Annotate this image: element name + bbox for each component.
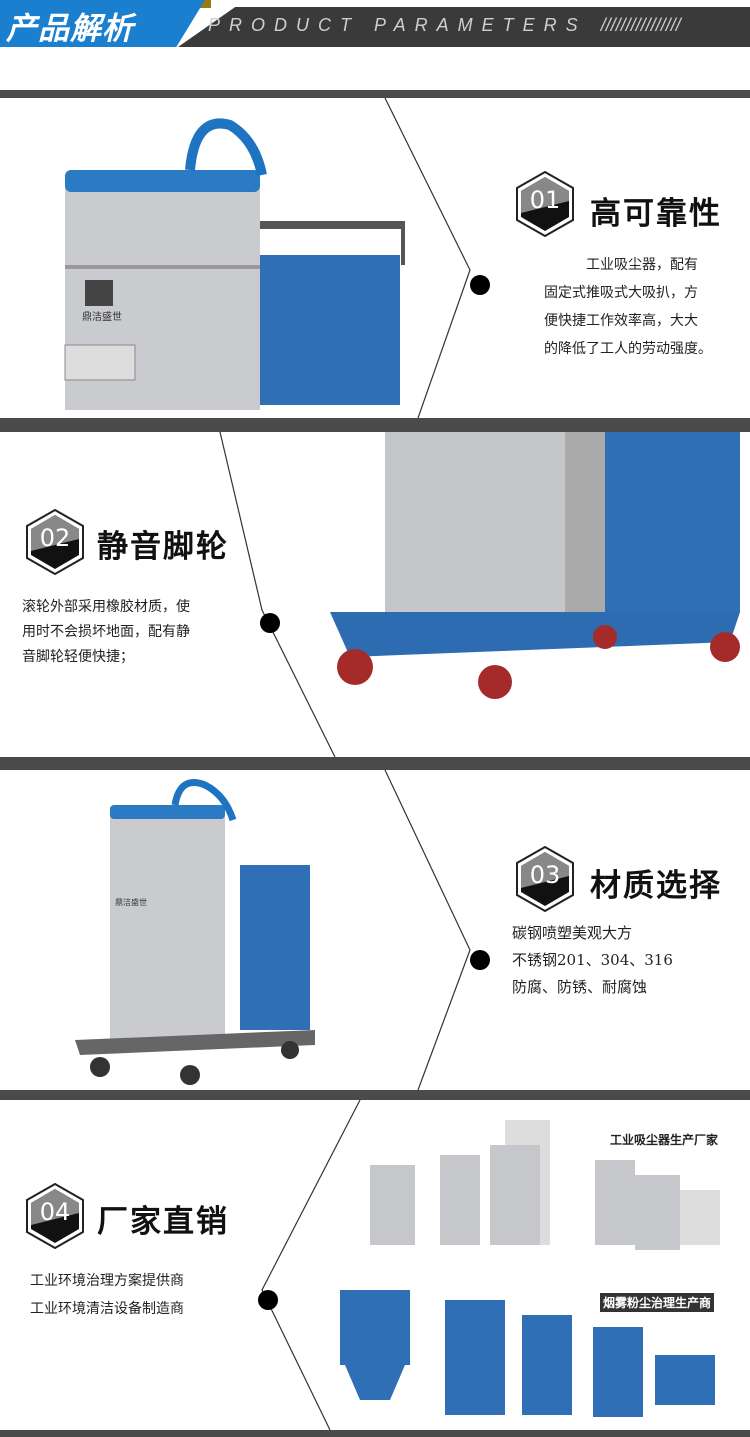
divider [0,1090,750,1100]
badge-01-icon [516,171,574,237]
bullet-dot [470,275,490,295]
caster-wheels-image [330,432,740,699]
vacuum-cleaner-image: 鼎洁盛世 [64,118,405,410]
header-blue-tab [0,0,205,47]
badge-02-icon [26,509,84,575]
dust-collector-lineup-image [340,1290,715,1417]
bullet-dot [470,950,490,970]
badge-number: 01 [529,186,561,214]
image-caption: 烟雾粉尘治理生产商 [600,1293,715,1312]
svg-text:鼎洁盛世: 鼎洁盛世 [115,897,147,907]
badge-number: 04 [39,1198,71,1226]
image-caption: 工业吸尘器生产厂家 [610,1133,719,1147]
header-dark-bar [178,7,750,47]
bullet-dot [258,1290,278,1310]
header-title-cn: 产品解析 [6,11,134,47]
feature-title: 高可靠性 [590,196,722,232]
divider [0,757,750,770]
feature-description: 滚轮外部采用橡胶材质，使 用时不会损坏地面，配有静 音脚轮轻便快捷； [22,599,190,665]
badge-03-icon [516,846,574,912]
divider [0,1430,750,1437]
header-accent [195,0,211,8]
feature-title: 材质选择 [590,868,722,904]
badge-number: 02 [39,524,71,552]
divider [0,418,750,432]
feature-description: 工业吸尘器，配有 固定式推吸式大吸扒，方 便快捷工作效率高，大大 的降低了工人的… [544,257,712,357]
bullet-dot [260,613,280,633]
feature-description: 工业环境治理方案提供商 工业环境清洁设备制造商 [30,1273,184,1317]
vacuum-cleaner-cart-image: 鼎洁盛世 [75,779,315,1085]
svg-text:鼎洁盛世: 鼎洁盛世 [82,310,122,323]
header-title-en: PRODUCT PARAMETERS //////////////// [208,15,681,35]
vacuum-lineup-image [370,1120,720,1250]
badge-number: 03 [529,861,561,889]
feature-title: 厂家直销 [97,1204,229,1240]
divider [0,90,750,98]
badge-04-icon [26,1183,84,1249]
feature-description: 碳钢喷塑美观大方 不锈钢201、304、316 防腐、防锈、耐腐蚀 [512,924,673,996]
feature-title: 静音脚轮 [97,529,229,565]
